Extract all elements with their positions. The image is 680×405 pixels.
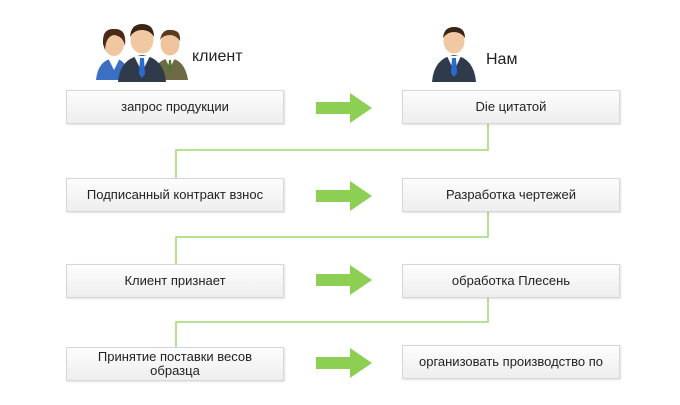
client-step-4-label: Принятие поставки весов образца [97, 349, 253, 378]
arrow-right-icon [316, 181, 372, 211]
center-man-figure-icon [118, 24, 166, 82]
arrow-right-icon [316, 265, 372, 295]
us-column-label: Нам [486, 51, 518, 68]
client-group-icon [94, 20, 190, 82]
us-step-3-label: обработка Плесень [451, 273, 571, 288]
client-step-1-label: запрос продукции [121, 99, 229, 114]
man-figure-icon [152, 29, 188, 80]
connector-line-1 [175, 124, 489, 178]
connector-line-3 [175, 298, 489, 347]
arrow-right-icon [316, 93, 372, 123]
client-step-2-label: Подписанный контракт взнос [86, 187, 264, 202]
client-step-2: Подписанный контракт взнос [66, 178, 284, 212]
connector-line-2 [175, 212, 489, 264]
client-step-3: Клиент признает [66, 264, 284, 298]
us-person-icon [430, 26, 478, 82]
client-column-label: клиент [192, 48, 243, 65]
client-step-3-label: Клиент признает [124, 273, 226, 288]
us-step-4: организовать производство по [402, 345, 620, 379]
client-step-4: Принятие поставки весов образца [66, 347, 284, 381]
us-step-2-label: Разработка чертежей [446, 187, 576, 202]
us-step-3: обработка Плесень [402, 264, 620, 298]
us-step-4-label: организовать производство по [418, 354, 603, 369]
us-step-1-label: Die цитатой [475, 99, 547, 114]
client-step-1: запрос продукции [66, 90, 284, 124]
arrow-right-icon [316, 348, 372, 378]
us-step-2: Разработка чертежей [402, 178, 620, 212]
us-step-1: Die цитатой [402, 90, 620, 124]
